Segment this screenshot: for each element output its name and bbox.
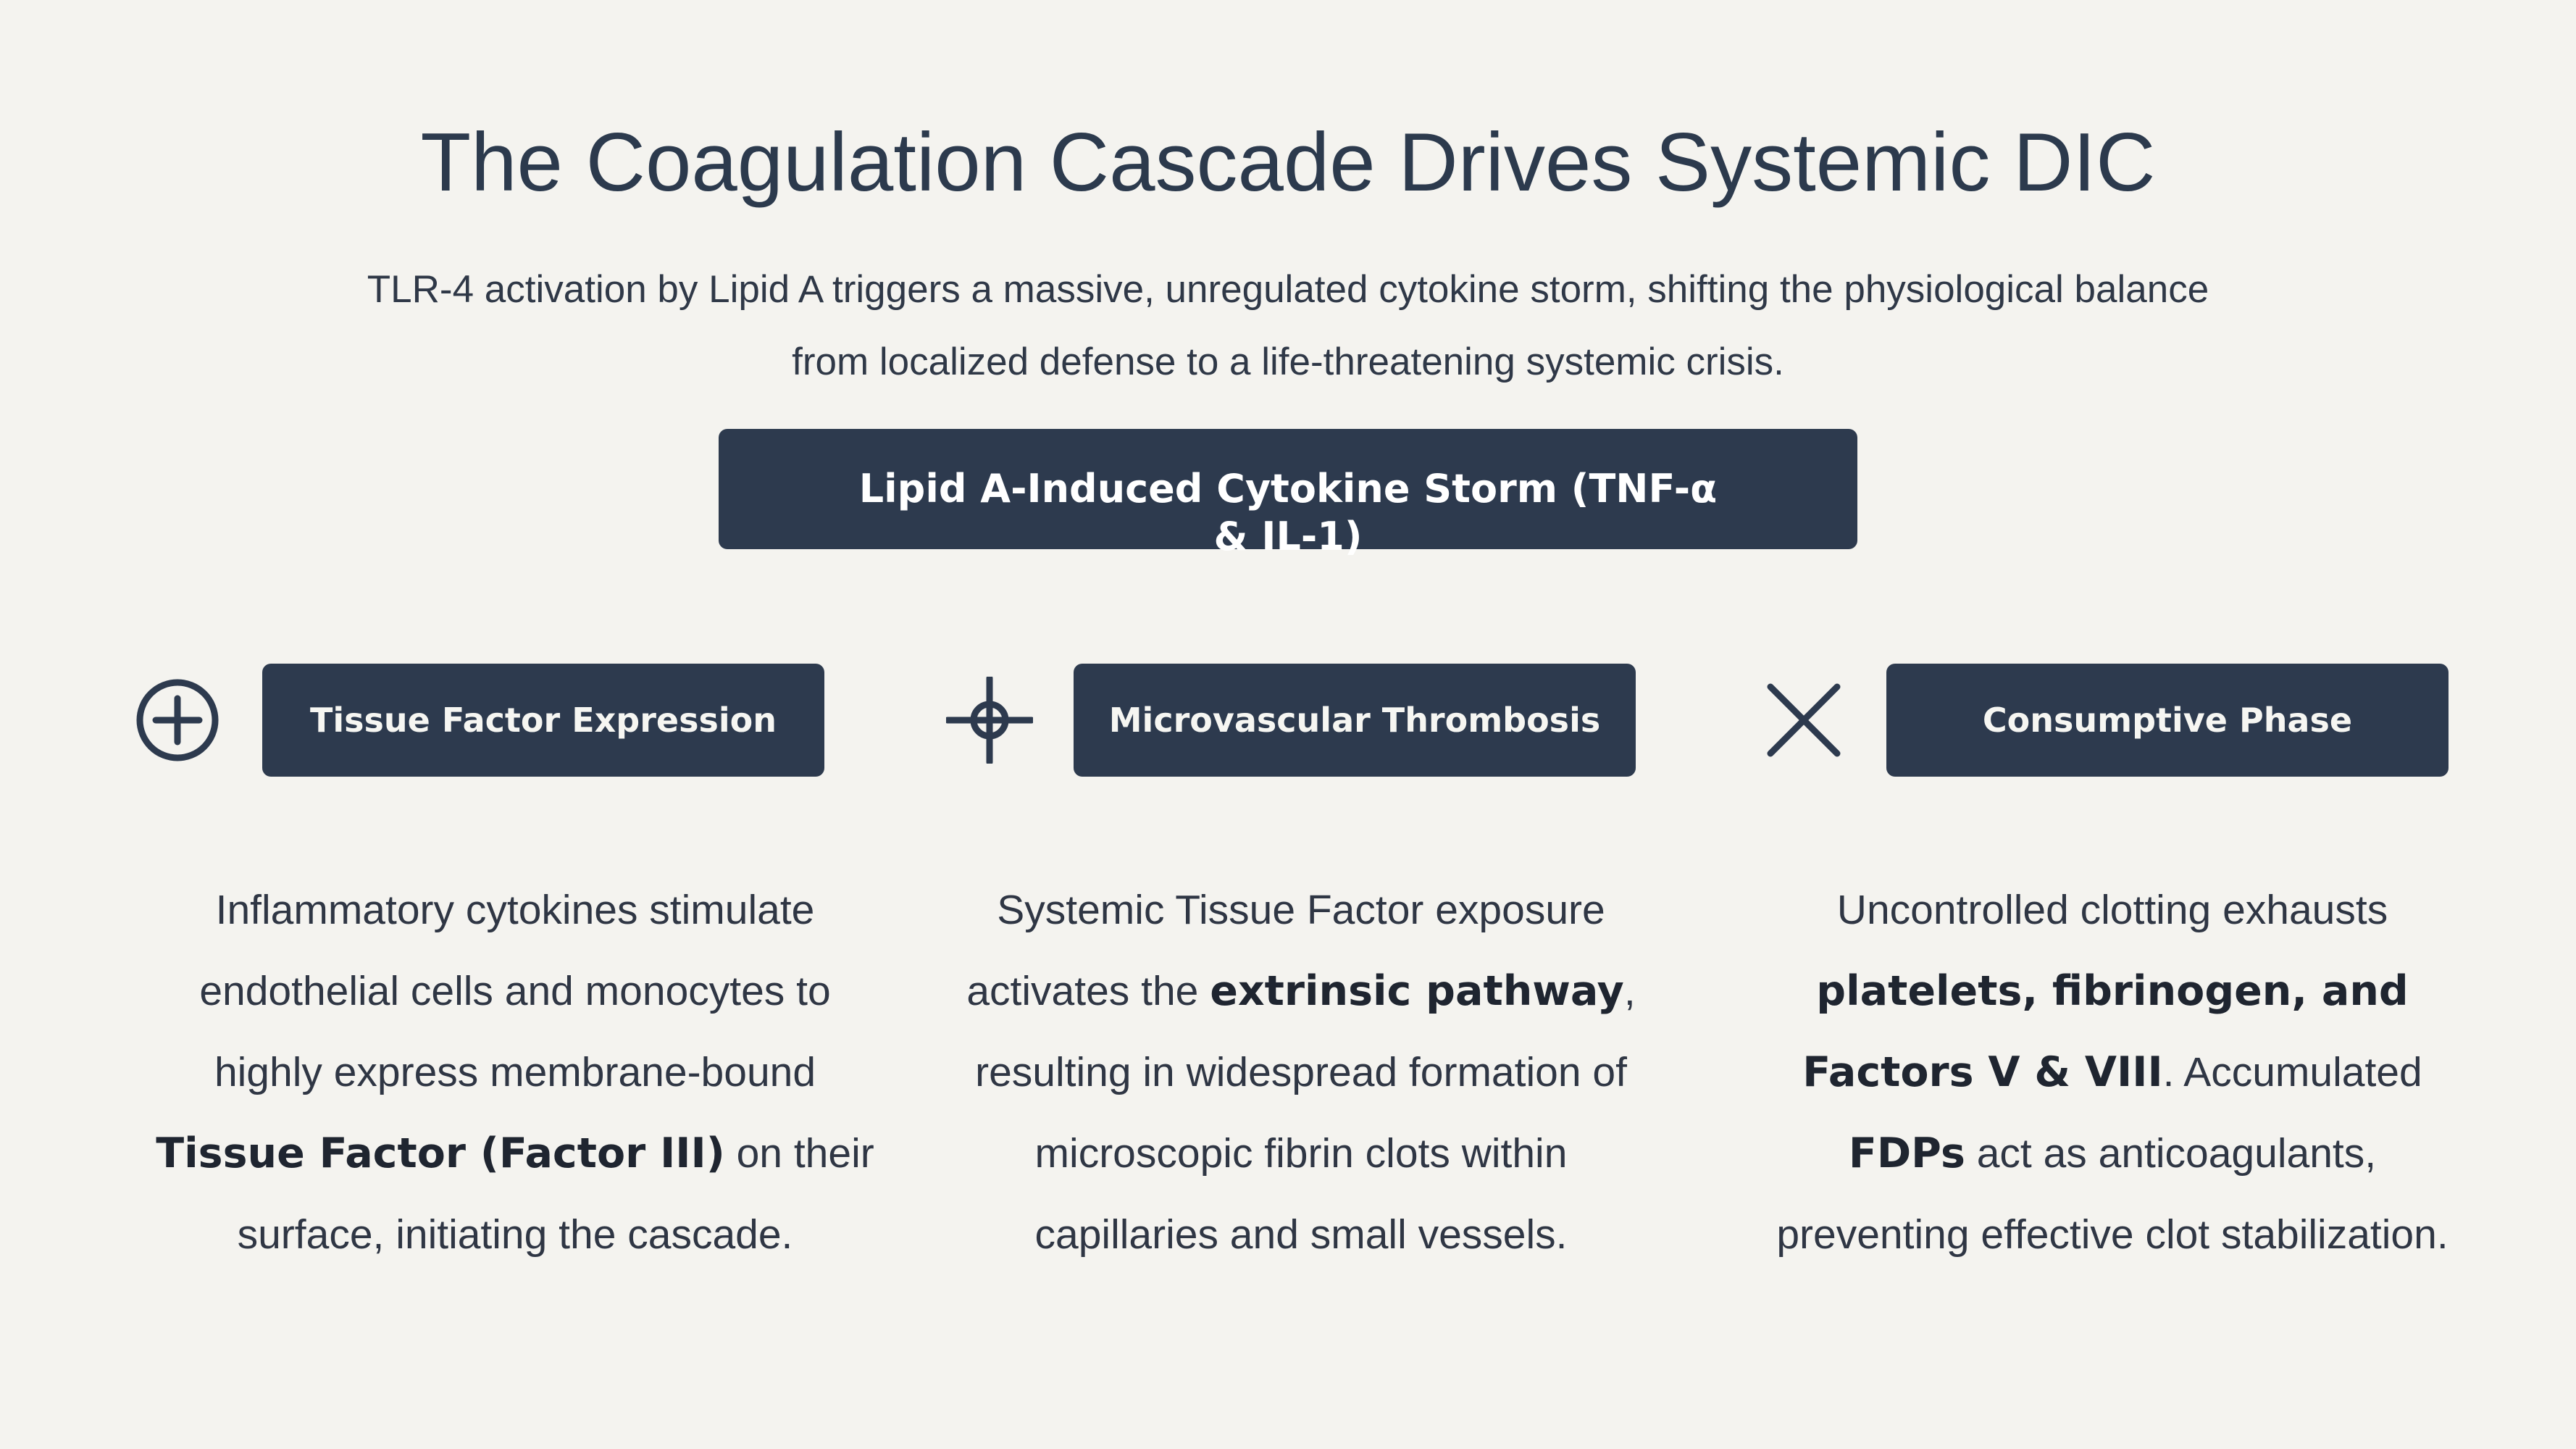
page-title: The Coagulation Cascade Drives Systemic … bbox=[420, 117, 2156, 209]
consumptive-phase-button[interactable]: Consumptive Phase bbox=[1886, 664, 2449, 777]
subtitle-line-2: from localized defense to a life-threate… bbox=[792, 341, 1784, 383]
subtitle: TLR-4 activation by Lipid A triggers a m… bbox=[290, 254, 2286, 398]
subtitle-line-1: TLR-4 activation by Lipid A triggers a m… bbox=[367, 268, 2209, 311]
crosshair-icon bbox=[946, 677, 1033, 764]
tissue-factor-expression-button[interactable]: Tissue Factor Expression bbox=[262, 664, 824, 777]
microvascular-thrombosis-button[interactable]: Microvascular Thrombosis bbox=[1074, 664, 1636, 777]
consumptive-phase-description: Uncontrolled clotting exhausts platelets… bbox=[1776, 887, 2449, 1258]
circle-plus-icon bbox=[134, 677, 221, 764]
tissue-factor-description: Inflammatory cytokines stimulate endothe… bbox=[156, 887, 874, 1258]
thrombosis-description: Systemic Tissue Factor exposure activate… bbox=[966, 887, 1636, 1258]
x-cross-icon bbox=[1760, 677, 1847, 764]
cytokine-storm-banner: Lipid A-Induced Cytokine Storm (TNF-α & … bbox=[719, 429, 1857, 559]
